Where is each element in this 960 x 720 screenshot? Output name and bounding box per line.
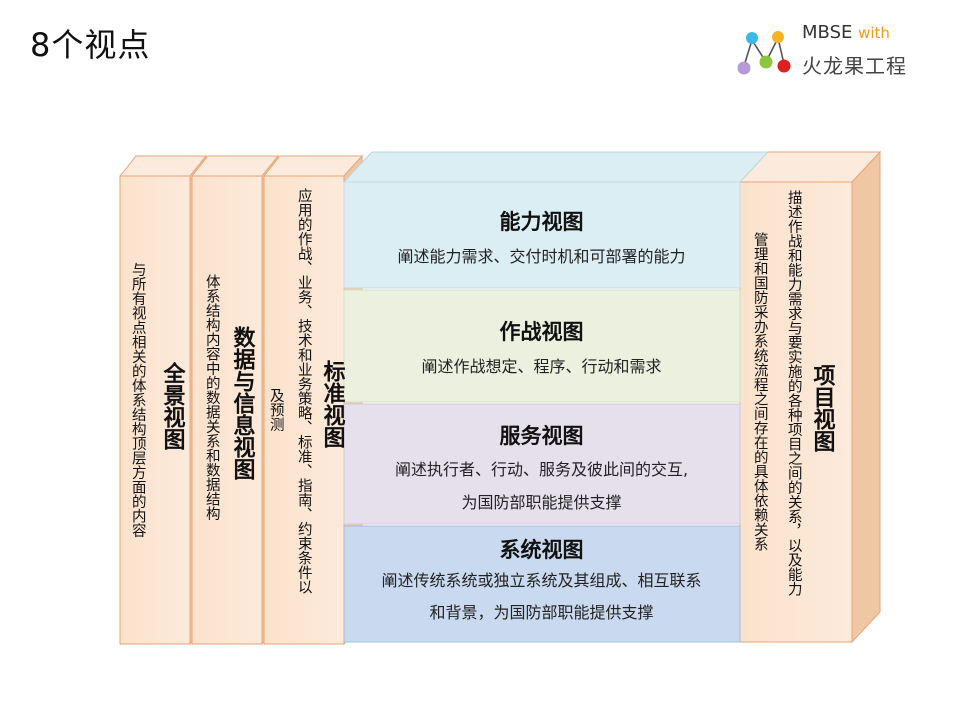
operational-viewpoint-desc: 阐述作战想定、程序、行动和需求 <box>421 357 662 376</box>
systems-viewpoint-desc-line1: 阐述传统系统或独立系统及其组成、相互联系 <box>381 571 702 590</box>
all-viewpoint-title: 全景视图 <box>159 362 185 450</box>
logo-dot-purple <box>737 61 751 75</box>
logo-dot-cyan <box>746 32 758 44</box>
standards-viewpoint-desc-line2: 及预测 <box>267 388 284 432</box>
mbse-logo-icon <box>737 31 791 75</box>
all-viewpoint-desc: 与所有视点相关的体系结构顶层方面的内容 <box>129 262 146 538</box>
operational-viewpoint-title: 作战视图 <box>499 320 584 344</box>
logo-dot-orange <box>772 31 784 43</box>
capability-viewpoint-title: 能力视图 <box>499 210 584 234</box>
systems-viewpoint-title: 系统视图 <box>499 538 584 562</box>
capability-viewpoint-desc: 阐述能力需求、交付时机和可部署的能力 <box>397 247 686 266</box>
project-viewpoint-desc-line2: 管理和国防采办系统流程之间存在的具体依赖关系 <box>751 232 768 551</box>
project-viewpoint-title: 项目视图 <box>809 364 835 452</box>
services-viewpoint-desc-line1: 阐述执行者、行动、服务及彼此间的交互, <box>394 460 689 479</box>
systems-viewpoint-desc-line2: 和背景，为国防部职能提供支撑 <box>429 603 654 622</box>
services-viewpoint-title: 服务视图 <box>499 424 584 448</box>
page-title: 8个视点 <box>30 26 151 64</box>
standards-viewpoint-title: 标准视图 <box>319 360 345 448</box>
logo-text-sub: 火龙果工程 <box>802 54 907 78</box>
services-viewpoint-desc-line2: 为国防部职能提供支撑 <box>461 493 622 512</box>
panel-systems <box>343 525 741 643</box>
logo-text-main: MBSE with <box>802 22 890 43</box>
book-project-viewpoint <box>739 150 882 644</box>
standards-viewpoint-desc-line1: 应用的作战、业务、技术和业务策略、标准、指南、约束条件以 <box>295 188 312 594</box>
panel-capability <box>343 181 741 289</box>
logo-dot-green <box>759 55 773 69</box>
stack-top <box>342 151 770 183</box>
logo-dot-red <box>777 59 791 73</box>
panel-operational <box>343 289 741 403</box>
data-viewpoint-desc: 体系结构内容中的数据关系和数据结构 <box>203 274 220 521</box>
project-viewpoint-desc-line1: 描述作战和能力需求与要实施的各种项目之间的关系，以及能力 <box>785 190 802 596</box>
data-viewpoint-title: 数据与信息视图 <box>229 326 255 480</box>
panel-services <box>343 403 741 525</box>
